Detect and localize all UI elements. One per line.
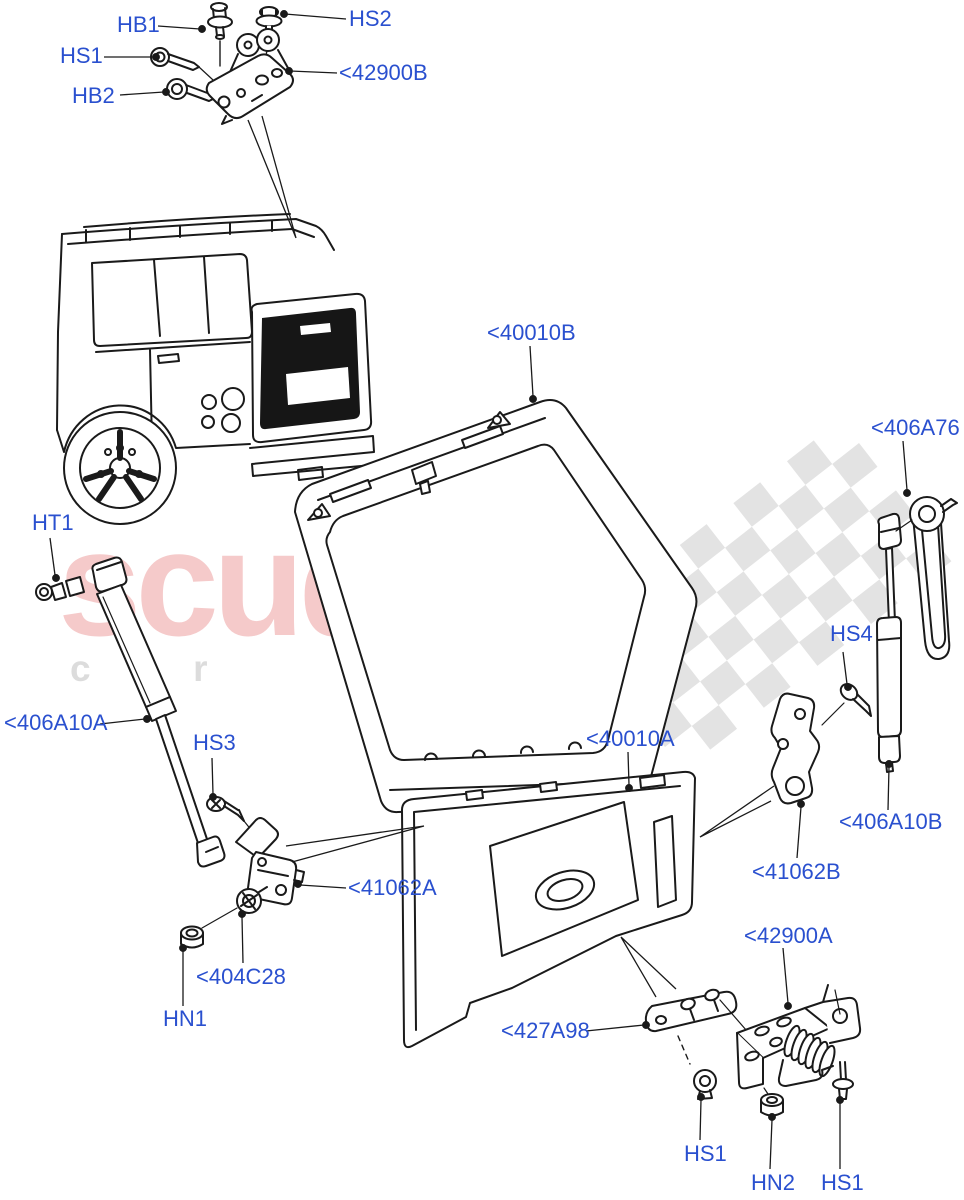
part-label-406a76[interactable]: <406A76 <box>871 415 960 440</box>
part-label-hs1-bottom-right[interactable]: HS1 <box>821 1170 864 1195</box>
right-gas-strut-406a10b <box>876 496 958 773</box>
part-label-hs3[interactable]: HS3 <box>193 730 236 755</box>
bolt-hb1 <box>210 2 228 12</box>
part-label-427a98[interactable]: <427A98 <box>501 1018 590 1043</box>
part-label-hb2[interactable]: HB2 <box>72 83 115 108</box>
hinge-torsion-spring <box>783 1024 836 1078</box>
part-label-hn1[interactable]: HN1 <box>163 1006 208 1031</box>
part-label-406a10a[interactable]: <406A10A <box>4 710 108 735</box>
upper-hinge-assembly-42900b <box>150 2 294 125</box>
screw-hs1-bottom-right <box>839 1061 847 1081</box>
striker-plate-427a98 <box>644 988 761 1100</box>
part-label-41062b[interactable]: <41062B <box>752 859 841 884</box>
part-label-40010a[interactable]: <40010A <box>586 726 675 751</box>
part-label-hb1[interactable]: HB1 <box>117 12 160 37</box>
part-label-40010b[interactable]: <40010B <box>487 320 576 345</box>
part-label-406a10b[interactable]: <406A10B <box>839 809 943 834</box>
part-label-ht1[interactable]: HT1 <box>32 510 74 535</box>
part-label-404c28[interactable]: <404C28 <box>196 964 286 989</box>
lower-hinge-assembly-42900a <box>736 984 862 1117</box>
vehicle-illustration <box>56 213 375 525</box>
pointer-lines <box>247 115 775 998</box>
part-label-hn2[interactable]: HN2 <box>751 1170 796 1195</box>
part-label-hs1-bottom-center[interactable]: HS1 <box>684 1141 727 1166</box>
leader-lines <box>49 10 911 1170</box>
part-label-42900b[interactable]: <42900B <box>339 60 428 85</box>
part-label-42900a[interactable]: <42900A <box>744 923 833 948</box>
part-label-41062a[interactable]: <41062A <box>348 875 437 900</box>
part-label-hs4[interactable]: HS4 <box>830 621 873 646</box>
mounting-bracket-41062b <box>770 683 872 805</box>
mounting-bracket-41062a <box>180 796 305 949</box>
left-gas-strut-406a10a <box>35 556 226 868</box>
lower-tailgate-panel-40010a <box>401 770 696 1049</box>
upper-tailgate-frame-40010b <box>294 399 698 814</box>
part-label-hs2[interactable]: HS2 <box>349 6 392 31</box>
part-label-hs1-top[interactable]: HS1 <box>60 43 103 68</box>
